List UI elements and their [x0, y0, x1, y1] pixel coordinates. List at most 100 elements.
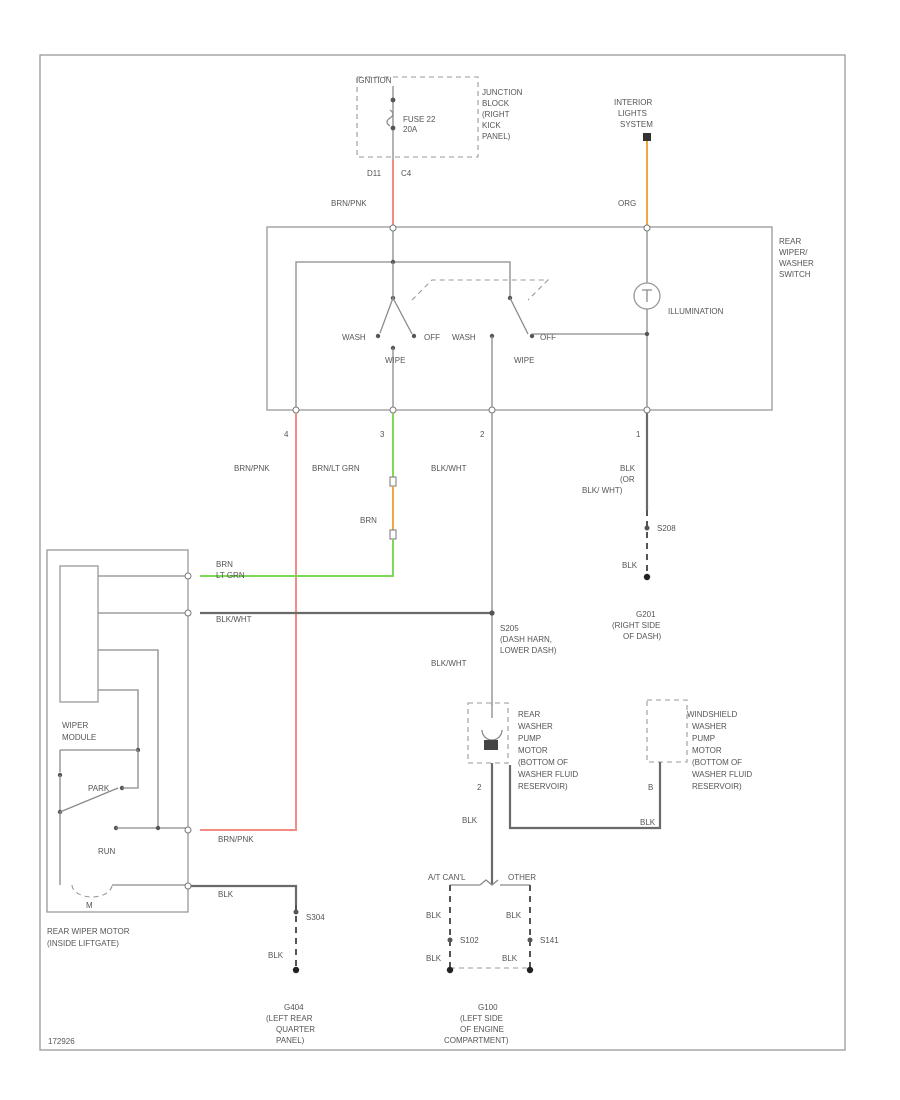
ws-pump-ground-wire [508, 762, 662, 830]
run-label: RUN [98, 847, 116, 856]
in-line-connector-1 [389, 476, 397, 487]
brn-ltgrn-wire-motor [200, 539, 394, 577]
ws-pump-3: PUMP [692, 734, 715, 743]
blk-2: BLK [506, 911, 522, 920]
pin-1: 1 [636, 430, 641, 439]
wire-brn-motor: BRN [216, 560, 233, 569]
splice-s304 [293, 909, 299, 915]
ws-pump-4: MOTOR [692, 746, 722, 755]
g100-2: (LEFT SIDE [460, 1014, 503, 1023]
g201-ground-icon [643, 573, 651, 581]
illumination-label: ILLUMINATION [668, 307, 724, 316]
splice-s141 [527, 937, 533, 943]
g100-1: G100 [478, 1003, 498, 1012]
motor-int-line-3 [98, 649, 159, 830]
illum-junction [644, 331, 650, 337]
switch-name-1: REAR [779, 237, 801, 246]
motor-int-line-8 [122, 750, 139, 789]
g100-ground-right-icon [526, 966, 534, 974]
s208-label: S208 [657, 524, 676, 533]
windshield-pump-box [646, 699, 688, 763]
park-blade [59, 787, 119, 813]
interior-lights-2: LIGHTS [618, 109, 647, 118]
in-line-connector-2 [389, 529, 397, 540]
g201-3: OF DASH) [623, 632, 662, 641]
wire-blk-pump2: BLK [640, 818, 656, 827]
wire-blk-wht-motor: BLK/WHT [216, 615, 252, 624]
ignition-label: IGNITION [356, 76, 392, 85]
jb-label-4: KICK [482, 121, 501, 130]
junction-block-outline [356, 76, 479, 158]
fuse-terminal-top [390, 97, 396, 103]
splice-s102 [447, 937, 453, 943]
interior-lights-1: INTERIOR [614, 98, 652, 107]
wire-blk-g404: BLK [268, 951, 284, 960]
jb-label-5: PANEL) [482, 132, 511, 141]
wire-brn-pnk-motor: BRN/PNK [218, 835, 254, 844]
switch-internal-bus [393, 261, 511, 298]
ws-pump-6: WASHER FLUID [692, 770, 752, 779]
rear-pump-6: WASHER FLUID [518, 770, 578, 779]
switch1-blade [392, 297, 413, 335]
pin-3: 3 [380, 430, 385, 439]
s304-label: S304 [306, 913, 325, 922]
rear-wiper-motor-box [46, 549, 189, 913]
wiper-module-block [59, 565, 99, 703]
switch-name-4: SWITCH [779, 270, 811, 279]
interior-lights-terminal [643, 133, 651, 141]
switch1-off-contact [411, 333, 417, 339]
rear-washer-pump-box [467, 702, 509, 764]
run-junction [155, 825, 161, 831]
s205-3: LOWER DASH) [500, 646, 557, 655]
g404-ground-icon [292, 966, 300, 974]
fuse-label-1: FUSE 22 [403, 115, 436, 124]
switch2-wash: WASH [452, 333, 476, 342]
diagram-id: 172926 [48, 1037, 75, 1046]
park-label: PARK [88, 784, 110, 793]
motor-int-line-4 [98, 689, 139, 750]
motor-conn-2 [184, 609, 192, 617]
wire-ltgrn-motor: LT GRN [216, 571, 245, 580]
jb-label-2: BLOCK [482, 99, 510, 108]
switch-top-conn-right [643, 224, 651, 232]
s205-2: (DASH HARN, [500, 635, 552, 644]
switch2-off-contact [529, 333, 535, 339]
switch-linkage [411, 279, 550, 301]
switch-name-2: WIPER/ [779, 248, 808, 257]
s102-label: S102 [460, 936, 479, 945]
switch-top-conn-left [389, 224, 397, 232]
switch-pin1-conn [643, 406, 651, 414]
at-canl-label: A/T CAN'L [428, 873, 466, 882]
g404-1: G404 [284, 1003, 304, 1012]
s205-1: S205 [500, 624, 519, 633]
switch-pin3-conn [389, 406, 397, 414]
pin-2: 2 [480, 430, 485, 439]
wire-brn-pnk-top: BRN/PNK [331, 199, 367, 208]
motor-symbol [71, 884, 113, 898]
motor-name-2: (INSIDE LIFTGATE) [47, 939, 119, 948]
switch1-blade2 [379, 297, 394, 334]
wire-brn-pnk: BRN/PNK [234, 464, 270, 473]
blk-4: BLK [502, 954, 518, 963]
blk-or-3: BLK/ WHT) [582, 486, 623, 495]
wiper-module-2: MODULE [62, 733, 96, 742]
blk-3: BLK [426, 954, 442, 963]
interior-lights-3: SYSTEM [620, 120, 653, 129]
g404-2: (LEFT REAR [266, 1014, 313, 1023]
jb-label-1: JUNCTION [482, 88, 523, 97]
motor-m: M [86, 901, 93, 910]
motor-name-1: REAR WIPER MOTOR [47, 927, 130, 936]
ws-pump-5: (BOTTOM OF [692, 758, 742, 767]
motor-conn-1 [184, 572, 192, 580]
g100-3: OF ENGINE [460, 1025, 504, 1034]
lamp-filament [642, 289, 652, 302]
switch1-wash-contact [375, 333, 381, 339]
switch-internal-feed [295, 231, 394, 408]
pump-terminal [484, 740, 498, 750]
switch-name-3: WASHER [779, 259, 814, 268]
splice-s205 [489, 610, 495, 616]
fuse-symbol [386, 109, 394, 127]
switch1-off: OFF [424, 333, 440, 342]
diagram-border [39, 54, 846, 1051]
splice-s208 [644, 525, 650, 531]
